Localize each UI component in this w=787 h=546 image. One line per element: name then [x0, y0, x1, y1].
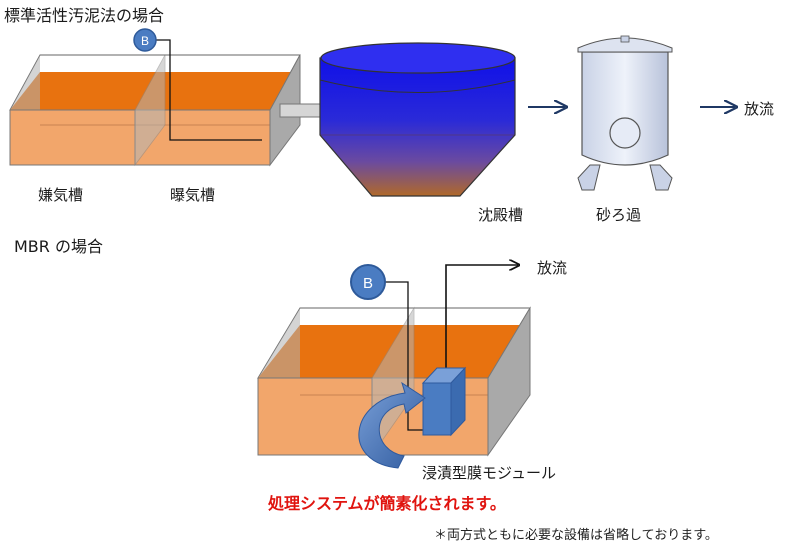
anoxic-tank-label: 嫌気槽 — [38, 186, 84, 204]
standard-blower-letter: B — [141, 34, 149, 48]
aeration-tank-label: 曝気槽 — [170, 186, 216, 204]
settling-tank — [319, 42, 516, 197]
mbr-discharge-pipe — [445, 265, 518, 372]
standard-discharge-label: 放流 — [744, 100, 775, 118]
mbr-blower: B — [350, 264, 430, 431]
standard-blower: B — [133, 28, 262, 141]
settling-tank-label: 沈殿槽 — [478, 206, 524, 224]
mbr-title: MBR の場合 — [14, 237, 103, 256]
sand-filter-label: 砂ろ過 — [596, 206, 642, 224]
mbr-discharge-label: 放流 — [537, 259, 568, 277]
simplification-message: 処理システムが簡素化されます。 — [268, 494, 506, 513]
mbr-blower-letter: B — [363, 275, 373, 292]
mbr-tanks — [257, 306, 531, 457]
membrane-module — [421, 366, 467, 437]
sand-filter — [577, 35, 673, 191]
module-callout-arrow — [358, 381, 426, 469]
standard-tanks — [9, 54, 301, 167]
connector-pipe — [279, 103, 323, 118]
standard-title: 標準活性汚泥法の場合 — [4, 6, 165, 25]
footnote: ＊両方式ともに必要な設備は省略しております。 — [434, 528, 718, 543]
membrane-module-label: 浸漬型膜モジュール — [422, 464, 556, 482]
